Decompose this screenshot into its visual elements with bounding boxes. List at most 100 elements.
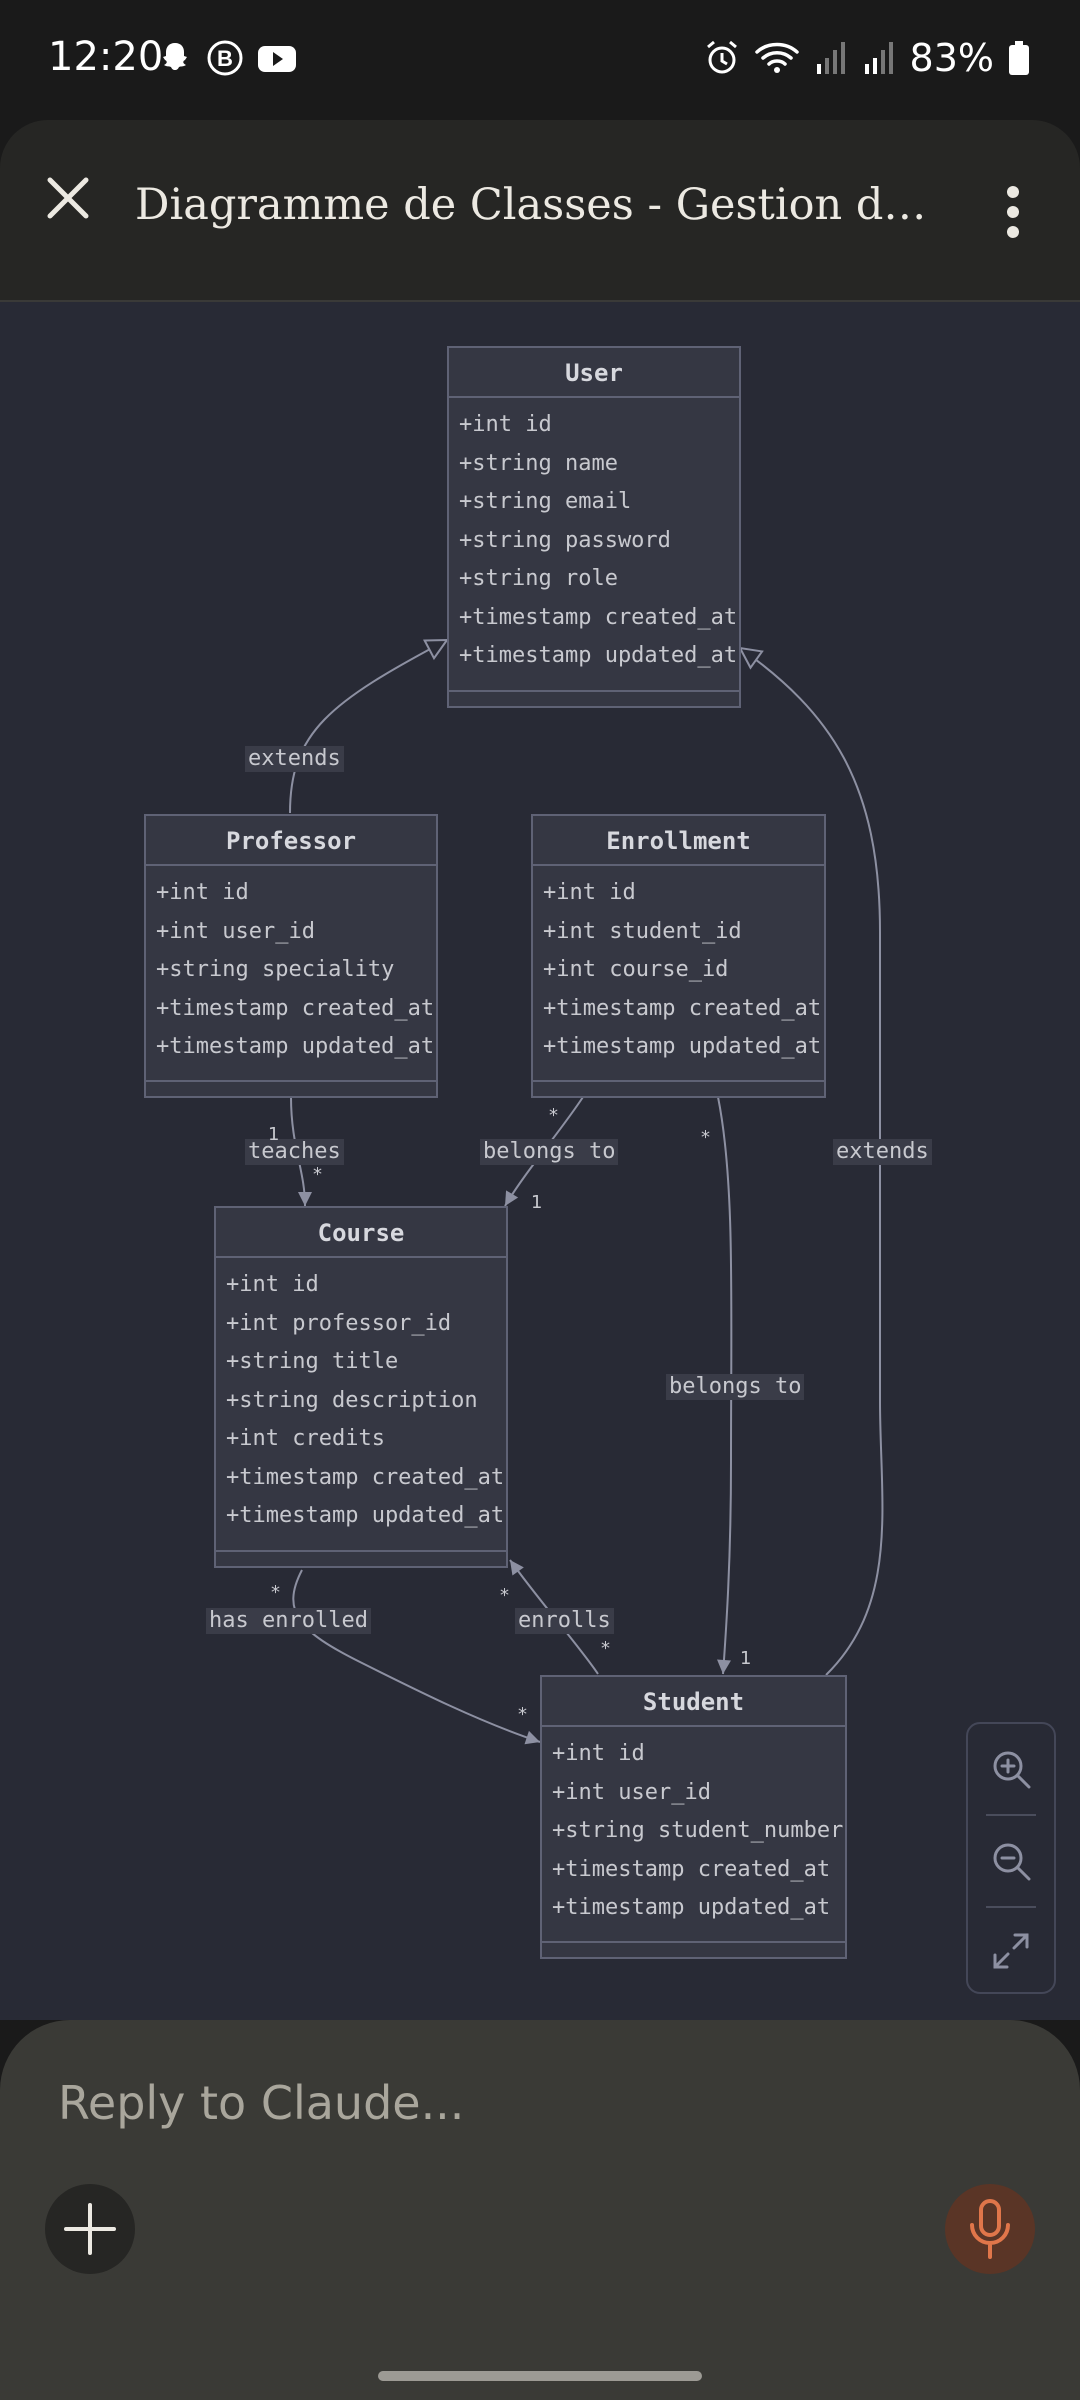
- attribute: +int id: [459, 412, 552, 437]
- zoom-in-icon: [993, 1751, 1031, 1789]
- class-student[interactable]: Student +int id +int user_id +string stu…: [540, 1675, 847, 1959]
- edge-has-enrolled: [292, 1569, 541, 1745]
- snapchat-icon: [163, 43, 187, 70]
- alarm-icon: [706, 40, 737, 74]
- multiplicity: 1: [531, 1192, 543, 1213]
- plus-icon: [64, 2203, 116, 2255]
- attribute: +string title: [226, 1349, 399, 1374]
- zoom-out-button[interactable]: [968, 1816, 1054, 1906]
- battery-percent: 83%: [909, 36, 994, 80]
- methods-divider: [449, 690, 739, 692]
- attribute: +string student_number: [552, 1818, 844, 1843]
- attribute: +string description: [226, 1387, 478, 1413]
- class-enrollment[interactable]: Enrollment +int id +int student_id +int …: [531, 814, 826, 1098]
- relation-label-enrolls: enrolls: [515, 1608, 614, 1634]
- relation-label-extends-student: extends: [833, 1139, 932, 1165]
- multiplicity: *: [271, 1582, 280, 1603]
- class-course[interactable]: Course +int id +int professor_id +string…: [214, 1206, 508, 1568]
- edge-student-extends-user: [738, 646, 884, 1676]
- zoom-in-button[interactable]: [968, 1724, 1054, 1814]
- battery-icon: [1009, 41, 1029, 75]
- multiplicity: *: [549, 1105, 558, 1126]
- attribute: +timestamp updated_at: [459, 643, 738, 668]
- attribute: +int id: [226, 1272, 319, 1297]
- relation-label-belongs-student: belongs to: [666, 1374, 805, 1400]
- signal-icon: [816, 42, 845, 74]
- add-attachment-button[interactable]: [45, 2184, 135, 2274]
- artifact-header: [0, 120, 1080, 300]
- edge-professor-extends-user: [289, 638, 449, 814]
- fit-view-button[interactable]: [968, 1906, 1054, 1996]
- attribute: +timestamp created_at: [543, 995, 822, 1021]
- class-name: Course: [216, 1208, 506, 1258]
- multiplicity: *: [601, 1638, 610, 1659]
- methods-divider: [216, 1550, 506, 1552]
- attribute: +string role: [459, 566, 618, 591]
- multiplicity: *: [500, 1585, 509, 1606]
- zoom-divider: [986, 1906, 1036, 1908]
- attribute: +int credits: [226, 1426, 385, 1451]
- signal-icon-2: [864, 42, 893, 74]
- attribute: +timestamp created_at: [156, 995, 435, 1021]
- system-icons: 83%: [704, 36, 1030, 80]
- relation-label-has-enrolled: has enrolled: [206, 1608, 371, 1634]
- class-name: Enrollment: [533, 816, 824, 866]
- methods-divider: [146, 1080, 436, 1082]
- attribute: +int user_id: [156, 918, 315, 944]
- multiplicity: 1: [740, 1648, 752, 1669]
- class-name: Student: [542, 1677, 845, 1727]
- attribute: +timestamp updated_at: [543, 1034, 822, 1059]
- attribute: +timestamp updated_at: [156, 1034, 435, 1059]
- attribute: +int student_id: [543, 918, 742, 944]
- attribute: +int id: [552, 1741, 645, 1766]
- attribute: +int id: [543, 880, 636, 905]
- zoom-controls: [966, 1722, 1056, 1994]
- zoom-divider: [986, 1814, 1036, 1816]
- voice-input-button[interactable]: [945, 2184, 1035, 2274]
- class-name: Professor: [146, 816, 436, 866]
- close-icon: [47, 177, 89, 219]
- class-professor[interactable]: Professor +int id +int user_id +string s…: [144, 814, 438, 1098]
- multiplicity: 1: [268, 1124, 280, 1145]
- multiplicity: *: [313, 1164, 322, 1185]
- attribute: +timestamp updated_at: [226, 1503, 505, 1528]
- multiplicity: *: [518, 1704, 527, 1725]
- close-button[interactable]: [40, 170, 96, 226]
- methods-divider: [533, 1080, 824, 1082]
- attribute: +timestamp created_at: [552, 1856, 831, 1882]
- diagram-canvas[interactable]: User +int id +string name +string email …: [0, 302, 1080, 2020]
- attribute: +timestamp created_at: [459, 604, 738, 630]
- reply-composer: [0, 2020, 1080, 2400]
- wifi-icon: [754, 42, 799, 73]
- attribute: +string name: [459, 450, 618, 476]
- attribute: +string email: [459, 489, 632, 514]
- expand-icon: [993, 1933, 1029, 1969]
- class-user[interactable]: User +int id +string name +string email …: [447, 346, 741, 708]
- reply-input[interactable]: Reply to Claude...: [58, 2076, 465, 2130]
- attribute: +timestamp updated_at: [552, 1895, 831, 1920]
- notification-icons: B: [155, 38, 299, 78]
- attribute: +int course_id: [543, 957, 729, 982]
- more-options-button[interactable]: [990, 182, 1036, 242]
- relation-label-teaches: teaches: [245, 1139, 344, 1165]
- relation-label-belongs-course: belongs to: [480, 1139, 619, 1165]
- attribute: +int id: [156, 880, 249, 905]
- class-name: User: [449, 348, 739, 398]
- attribute: +string password: [459, 527, 671, 553]
- status-time: 12:20: [48, 34, 164, 80]
- header-divider: [0, 300, 1080, 302]
- attribute: +timestamp created_at: [226, 1464, 505, 1490]
- multiplicity: *: [701, 1127, 710, 1148]
- home-indicator[interactable]: [378, 2371, 702, 2381]
- status-bar: 12:20 B 83%: [0, 0, 1080, 120]
- methods-divider: [542, 1941, 845, 1943]
- attribute: +int professor_id: [226, 1310, 452, 1336]
- edge-enrollment-student: [717, 1096, 733, 1675]
- more-vertical-icon: [1007, 186, 1019, 238]
- attribute: +string speciality: [156, 957, 395, 982]
- b-badge-icon: B: [207, 40, 243, 76]
- page-title: Diagramme de Classes - Gestion de Co...: [135, 180, 945, 230]
- youtube-icon: [258, 46, 296, 72]
- zoom-out-icon: [993, 1843, 1031, 1881]
- relation-label-extends-professor: extends: [245, 746, 344, 772]
